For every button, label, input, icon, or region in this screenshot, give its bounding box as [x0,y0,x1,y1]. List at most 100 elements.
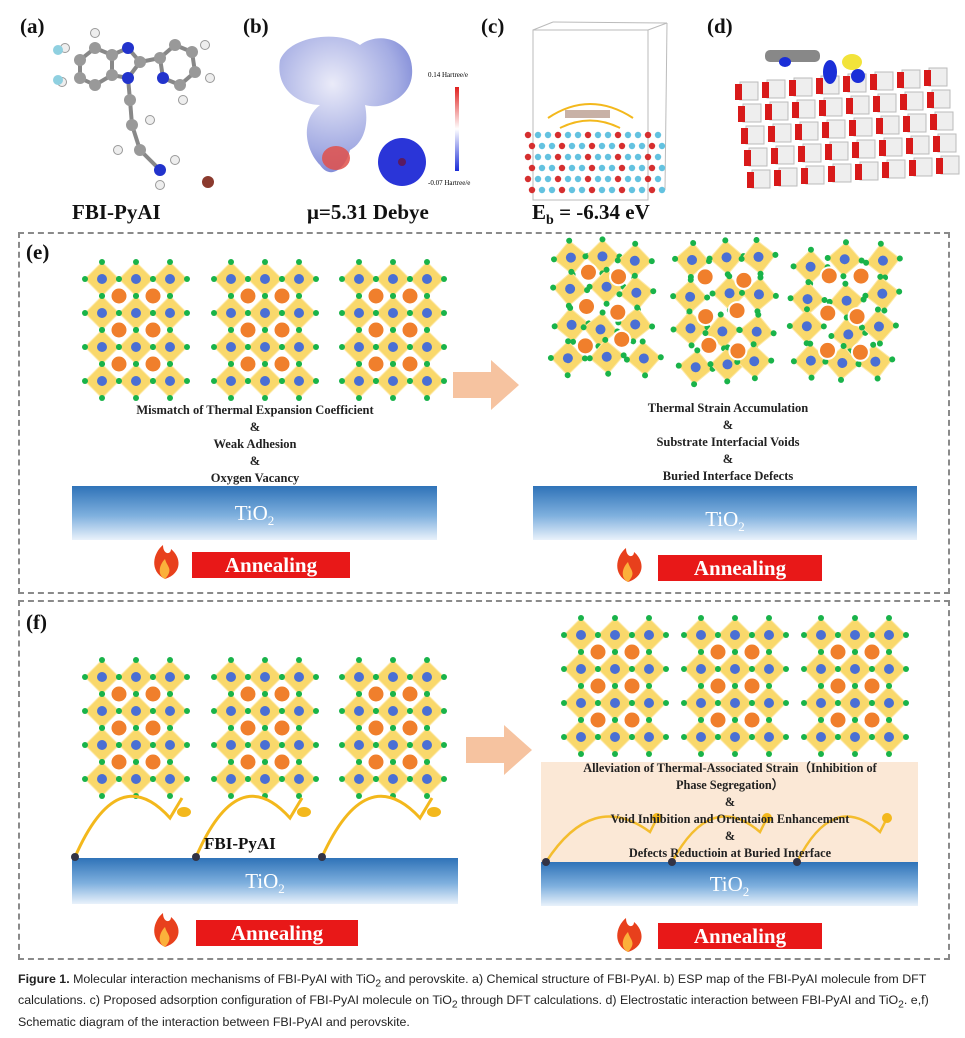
tio2-atom [654,131,662,139]
panel-f-right-text: Alleviation of Thermal-Associated Strain… [545,760,915,862]
atom [126,119,138,131]
a-site-cation [238,354,258,374]
b-site-atom [644,698,654,708]
atom [186,46,198,58]
a-site-cation [143,718,163,738]
x-site-atom [184,378,190,384]
a-site-cation [588,676,608,696]
octahedron [749,649,789,689]
tio2-atom [618,142,626,150]
x-site-atom [620,352,627,359]
octahedron [715,717,755,757]
octahedron [738,237,779,277]
x-site-atom [818,615,824,621]
x-site-atom [783,700,789,706]
x-site-atom [407,742,413,748]
a-site-cation [622,676,642,696]
a-site-cation [272,320,292,340]
caption-sub: 2 [898,999,904,1011]
x-site-atom [568,268,575,275]
b-site-atom [884,664,894,674]
b-site-atom [131,706,141,716]
x-site-atom [339,378,345,384]
panel-e-right-text: Thermal Strain Accumulation & Substrate … [573,400,883,485]
x-site-atom [877,240,884,247]
octahedron [550,268,591,309]
tio2-atom [624,175,632,183]
x-site-atom [672,255,679,262]
x-site-atom [99,691,105,697]
b-site-atom [877,255,888,266]
x-site-atom [690,240,697,247]
b-site-atom [422,774,432,784]
x-site-atom [211,776,217,782]
b-site-atom [610,630,620,640]
x-site-atom [407,310,413,316]
tio2-atom [608,164,616,172]
atom [74,72,86,84]
a-site-cation [818,340,838,360]
substrate-label: TiO [234,501,268,525]
b-site-atom [97,774,107,784]
eb-symbol: E [532,200,547,224]
x-site-atom [551,323,558,330]
annealing-label: Annealing [658,923,822,949]
x-site-atom [245,776,251,782]
x-site-atom [373,708,379,714]
eb-value: = -6.34 eV [553,200,650,224]
x-site-atom [82,742,88,748]
x-site-atom [835,666,841,672]
text-line: & [249,454,261,468]
x-site-atom [356,293,362,299]
box-edge [552,21,668,24]
x-site-atom [835,734,841,740]
tio2-atom [538,142,546,150]
b-site-atom [730,698,740,708]
x-site-atom [632,240,639,247]
a-site-cation [400,718,420,738]
charge-difference-model [735,50,960,189]
x-site-atom [296,691,302,697]
x-site-atom [424,259,430,265]
interface-layer [541,762,918,862]
substrate-label: TiO [245,869,279,893]
x-site-atom [228,361,234,367]
x-site-atom [772,251,779,258]
x-site-atom [578,649,584,655]
b-site-atom [687,255,698,266]
tio2-atom [568,164,576,172]
x-site-atom [863,259,870,266]
octahedron [211,759,251,799]
x-site-atom [564,372,571,379]
x-site-atom [681,734,687,740]
x-site-atom [732,683,738,689]
x-site-atom [852,649,858,655]
x-site-atom [133,361,139,367]
x-site-atom [702,330,709,337]
oxygen-column [795,124,802,140]
b-site-atom [839,254,850,265]
tio2-atom [628,142,636,150]
octahedron [629,649,669,689]
octahedron [547,338,588,379]
tio2-atom [538,186,546,194]
oxygen-column [933,136,940,152]
a-site-cation [847,307,867,327]
octahedron [245,293,285,333]
a-site-cation [143,320,163,340]
x-site-atom [167,259,173,265]
x-site-atom [855,360,862,367]
x-site-atom [681,666,687,672]
b-site-atom [595,324,606,335]
x-site-atom [826,298,833,305]
x-site-atom [167,657,173,663]
x-site-atom [858,324,865,331]
pyridine-head [297,807,311,817]
x-site-atom [228,793,234,799]
x-site-atom [707,361,714,368]
x-site-atom [167,793,173,799]
b-site-atom [226,342,236,352]
caption-title: Figure 1. [18,972,70,986]
tio2-atom [578,164,586,172]
